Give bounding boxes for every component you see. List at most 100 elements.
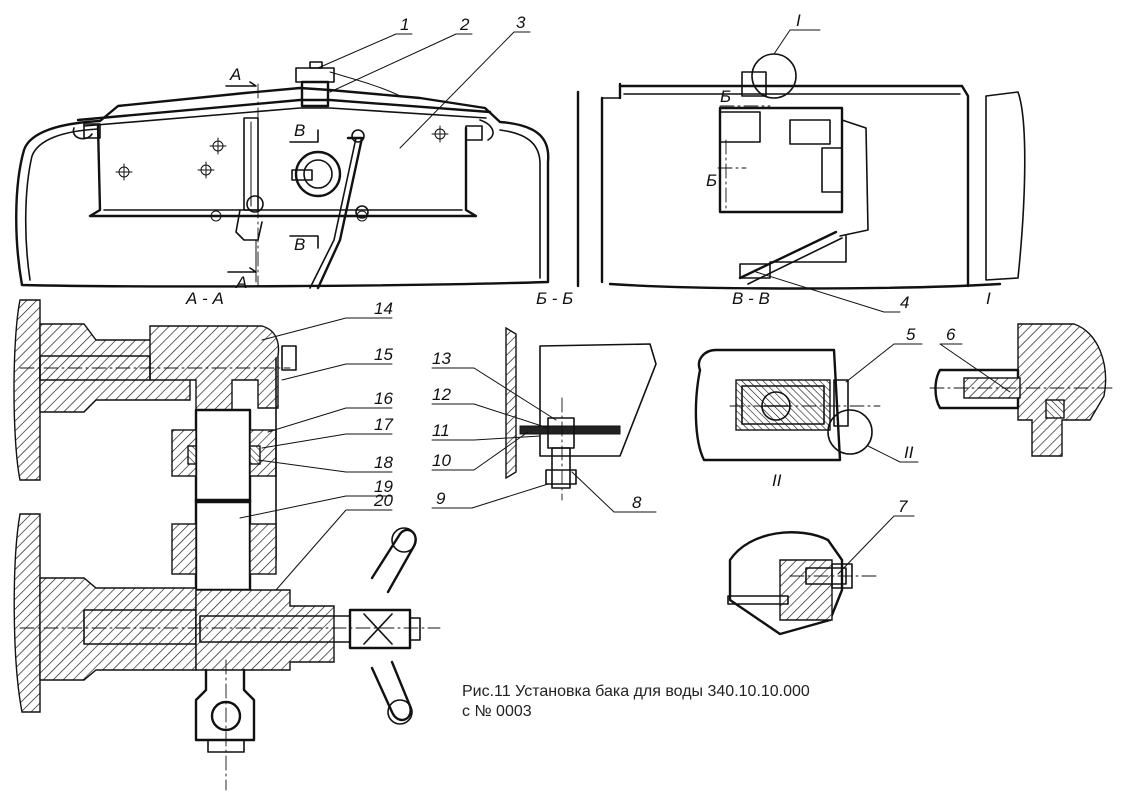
bb-left-wall <box>576 82 622 288</box>
callout-15: 15 <box>374 345 393 364</box>
detail-6-pipe <box>934 368 1020 410</box>
clamp-strip <box>519 425 621 435</box>
detail-ii-cavity <box>741 385 825 425</box>
cut-arrow-v-top <box>289 129 319 143</box>
bb-filler <box>741 71 767 97</box>
right-bracket <box>465 125 483 141</box>
detail-ring-ii <box>827 409 873 455</box>
tank-view-bb <box>576 53 1026 290</box>
leader-18 <box>257 459 393 473</box>
bb-floor <box>608 282 1002 290</box>
bb-right-post <box>985 91 1026 281</box>
wall-lower-section <box>13 513 41 713</box>
label-section-bb: Б - Б <box>536 289 573 308</box>
callout-19: 19 <box>374 477 393 496</box>
handwheel-hub <box>348 608 412 650</box>
callout-9: 9 <box>436 489 446 508</box>
tank-body <box>88 124 478 218</box>
clamp-detail <box>505 326 657 501</box>
bb-tank <box>718 106 844 214</box>
handwheel-grip-bottom <box>387 699 413 725</box>
bb-drain-pipe <box>769 235 847 263</box>
bb-side-pipe <box>839 119 869 237</box>
detail-7-section <box>779 559 833 621</box>
caption-line-1: Рис.11 Установка бака для воды 340.10.10… <box>462 683 810 700</box>
leader-11 <box>431 435 541 441</box>
label-section-vv: В - В <box>732 289 770 308</box>
clamp-lock-nut <box>545 469 577 485</box>
cabin-contour <box>15 86 550 288</box>
label-cut-v-bottom: В <box>294 235 305 254</box>
leader-13 <box>431 367 557 421</box>
callout-13: 13 <box>432 349 451 368</box>
center-hatch-outer <box>294 150 342 198</box>
callout-1: 1 <box>400 15 409 34</box>
label-section-aa: А - А <box>185 289 224 308</box>
callout-8: 8 <box>632 493 642 512</box>
hatch-handle <box>291 169 313 181</box>
caption-line-2: с № 0003 <box>462 703 532 720</box>
filler-cap-knob <box>309 61 323 69</box>
lid-hinge-right <box>479 119 494 141</box>
detail-ring-i <box>751 53 797 99</box>
handwheel-grip-top <box>391 527 417 553</box>
leader-19 <box>239 495 393 519</box>
outlet-flange <box>351 129 365 143</box>
leader-16 <box>267 407 393 433</box>
bb-outlet-1 <box>738 230 838 280</box>
callout-4: 4 <box>900 293 909 312</box>
bb-clamp <box>739 263 771 279</box>
vertical-pipe-upper <box>194 408 252 504</box>
leader-8 <box>571 471 657 513</box>
figure-caption: Рис.11 Установка бака для воды 340.10.10… <box>462 683 810 720</box>
leader-20 <box>275 509 393 591</box>
bb-roof-inner <box>601 93 961 99</box>
mount-mark-6 <box>356 210 368 222</box>
tank-lid-top <box>76 98 492 122</box>
lid-hinge-left <box>72 127 93 140</box>
leader-ring-i <box>773 29 821 55</box>
leader-14 <box>261 317 393 341</box>
flange-lower <box>39 577 197 681</box>
label-cut-a-top: А <box>229 65 241 84</box>
callout-7: 7 <box>898 497 908 516</box>
callout-5: 5 <box>906 325 916 344</box>
leader-10 <box>431 431 529 471</box>
detail-7-plate <box>727 595 789 605</box>
valve-assembly <box>13 299 441 791</box>
tank-lid-inner <box>83 107 487 127</box>
callout-20: 20 <box>373 491 393 510</box>
callout-18: 18 <box>374 453 393 472</box>
handwheel-spoke-bottom <box>370 660 412 722</box>
leader-lines <box>239 29 1011 591</box>
bb-tank-fitting-right <box>789 119 831 145</box>
drain-valve <box>246 195 264 213</box>
leader-5 <box>845 343 923 383</box>
label-cut-a-bottom: А <box>235 273 247 292</box>
leader-17 <box>261 433 393 449</box>
bb-side-box <box>821 147 843 193</box>
cap-chain <box>329 71 401 97</box>
nut-right-lower <box>249 523 277 575</box>
leader-ring-ii <box>867 445 919 463</box>
label-view-i: I <box>986 289 991 308</box>
leader-12 <box>431 403 549 429</box>
leader-2 <box>329 33 473 93</box>
rod-bracket <box>281 345 297 371</box>
callout-12: 12 <box>432 385 451 404</box>
callout-14: 14 <box>374 299 393 318</box>
outlet-pipe-outer <box>316 136 364 290</box>
bb-outlet-2 <box>747 237 843 285</box>
callout-numbers: 1 2 3 4 5 6 7 8 9 10 11 12 13 14 15 16 1… <box>373 13 956 516</box>
cabin-inner-left <box>24 128 99 281</box>
leader-9 <box>431 483 549 509</box>
bb-roof <box>618 84 970 288</box>
handwheel-spoke-top <box>370 528 417 594</box>
bb-tank-fitting-left <box>719 111 761 143</box>
leader-6 <box>939 343 1011 393</box>
drain-pipe <box>235 209 263 241</box>
filler-cap <box>300 80 330 108</box>
detail-seven <box>727 531 881 636</box>
cabin-inner-right <box>499 129 541 279</box>
